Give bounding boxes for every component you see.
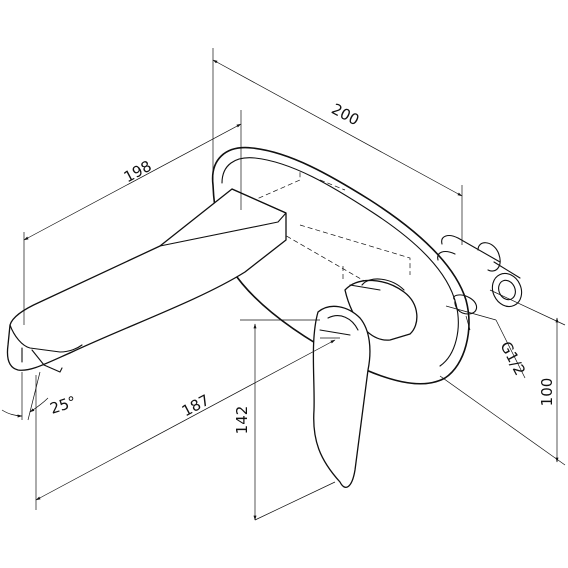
dimension-187-label: 187 <box>179 391 213 420</box>
dimension-angle-label: 25° <box>48 392 79 417</box>
thread-label: G1/2 <box>496 338 529 378</box>
dimension-187: 187 <box>35 337 340 510</box>
dimension-angle-25: 25° <box>1 371 79 421</box>
dimension-198-label: 198 <box>121 157 155 186</box>
dimension-200-label: 200 <box>328 100 362 129</box>
dimension-100-label: 100 <box>538 378 556 407</box>
spout <box>6 188 287 373</box>
dimension-142-label: 142 <box>233 406 251 435</box>
thread-label-g12: G1/2 <box>495 319 529 378</box>
dimension-100: 100 <box>439 289 566 466</box>
handle-lever <box>312 278 418 488</box>
inlet-connector <box>437 235 523 331</box>
dimension-142: 142 <box>233 319 336 521</box>
